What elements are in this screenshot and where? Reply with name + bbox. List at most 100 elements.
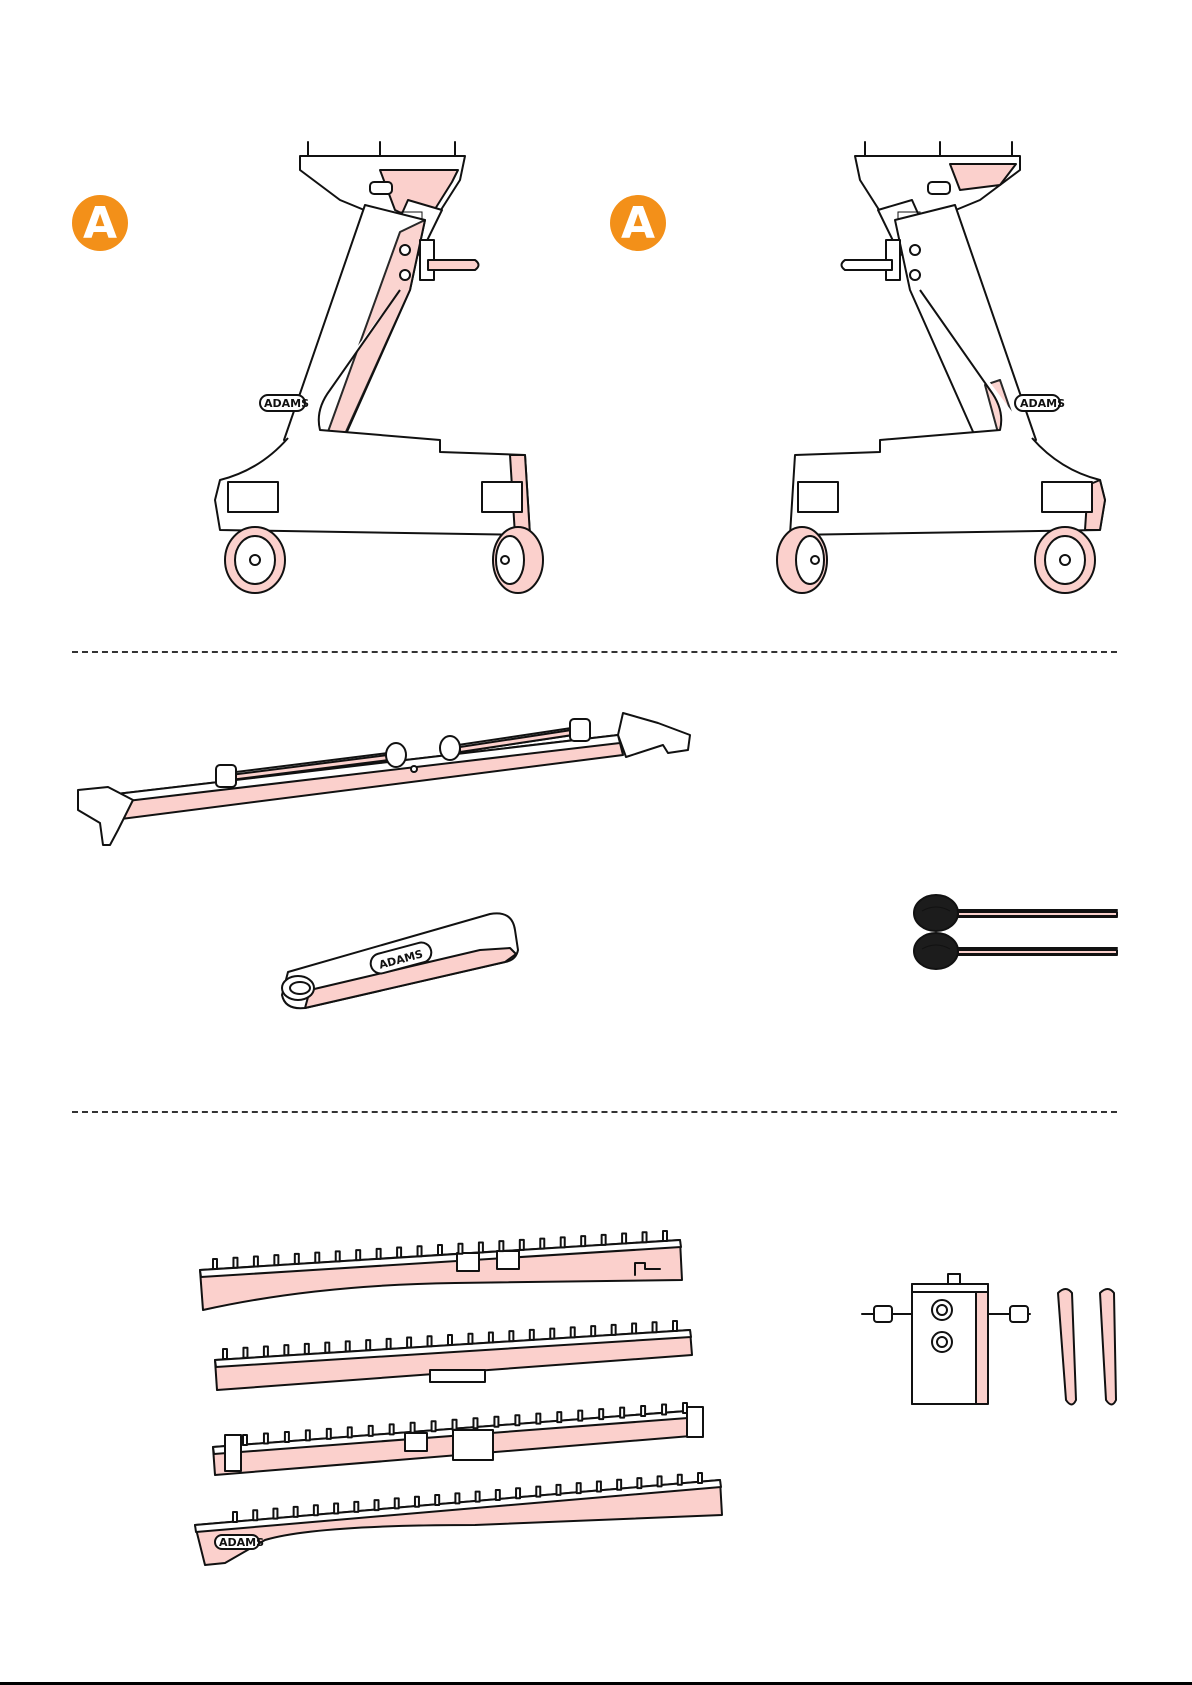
key-peg [578, 1411, 582, 1421]
key-peg [479, 1242, 483, 1252]
key-peg [622, 1234, 626, 1244]
key-peg [306, 1430, 310, 1440]
part-letter-badge-left: A [72, 195, 128, 251]
key-peg [453, 1420, 457, 1430]
key-peg [662, 1405, 666, 1415]
key-peg [366, 1340, 370, 1350]
key-peg [494, 1417, 498, 1427]
key-rail-set: ADAMS [195, 1225, 735, 1575]
key-peg [314, 1505, 318, 1515]
key-peg [556, 1485, 560, 1495]
key-peg [253, 1510, 257, 1520]
key-peg [264, 1346, 268, 1356]
key-peg [315, 1253, 319, 1263]
key-peg [356, 1250, 360, 1260]
key-peg [325, 1343, 329, 1353]
key-peg [348, 1427, 352, 1437]
key-peg [438, 1245, 442, 1255]
key-peg [435, 1495, 439, 1505]
key-peg [415, 1497, 419, 1507]
drive-belts [1050, 1285, 1130, 1415]
key-peg [213, 1259, 217, 1269]
mallet-1 [914, 895, 1117, 931]
key-peg [473, 1418, 477, 1428]
stand-frame-left: ADAMS [220, 140, 580, 600]
key-peg [375, 1500, 379, 1510]
motor-box [860, 1270, 1040, 1410]
key-peg [577, 1483, 581, 1493]
key-peg [489, 1332, 493, 1342]
key-peg [264, 1433, 268, 1443]
key-peg [658, 1476, 662, 1486]
stand-frame-right: ADAMS [740, 140, 1100, 600]
section-divider-2 [72, 1111, 1117, 1113]
key-peg [643, 1232, 647, 1242]
key-peg [285, 1432, 289, 1442]
key-peg [223, 1349, 227, 1359]
rail-logo: ADAMS [219, 1536, 264, 1549]
key-peg [557, 1412, 561, 1422]
key-peg [254, 1256, 258, 1266]
key-peg [295, 1254, 299, 1264]
key-peg [390, 1424, 394, 1434]
key-peg [540, 1239, 544, 1249]
key-peg [395, 1498, 399, 1508]
frame-logo-right: ADAMS [1020, 397, 1065, 410]
key-peg [233, 1512, 237, 1522]
key-peg [678, 1475, 682, 1485]
key-peg [673, 1321, 677, 1331]
key-peg [233, 1258, 237, 1268]
key-peg [354, 1502, 358, 1512]
mallet-2 [914, 933, 1117, 969]
part-letter-badge-right: A [610, 195, 666, 251]
key-peg [602, 1235, 606, 1245]
key-peg [407, 1338, 411, 1348]
key-peg [397, 1248, 401, 1258]
mallet-pair [912, 893, 1122, 973]
key-peg [632, 1324, 636, 1334]
key-peg [612, 1325, 616, 1335]
key-peg [432, 1421, 436, 1431]
key-peg [530, 1330, 534, 1340]
key-peg [334, 1504, 338, 1514]
key-peg [663, 1231, 667, 1241]
key-peg [468, 1334, 472, 1344]
key-peg [536, 1487, 540, 1497]
frame-logo-left: ADAMS [264, 397, 309, 410]
key-peg [641, 1406, 645, 1416]
key-peg [499, 1241, 503, 1251]
key-peg [561, 1237, 565, 1247]
key-peg [496, 1490, 500, 1500]
crossbar-with-tubes [78, 705, 693, 850]
key-peg [620, 1408, 624, 1418]
key-peg [274, 1255, 278, 1265]
key-peg [369, 1426, 373, 1436]
key-peg [599, 1409, 603, 1419]
key-peg [516, 1488, 520, 1498]
key-peg [515, 1415, 519, 1425]
key-peg [455, 1493, 459, 1503]
key-peg [387, 1339, 391, 1349]
key-peg [327, 1429, 331, 1439]
key-peg [284, 1345, 288, 1355]
key-peg [536, 1414, 540, 1424]
key-peg [653, 1322, 657, 1332]
carry-handle: ADAMS [280, 910, 520, 1010]
key-peg [637, 1478, 641, 1488]
key-peg [428, 1336, 432, 1346]
key-peg [597, 1481, 601, 1491]
key-peg [243, 1435, 247, 1445]
key-peg [294, 1507, 298, 1517]
key-peg [346, 1341, 350, 1351]
key-peg [448, 1335, 452, 1345]
key-peg [520, 1240, 524, 1250]
key-peg [418, 1246, 422, 1256]
key-peg [698, 1473, 702, 1483]
key-peg [476, 1492, 480, 1502]
key-peg [550, 1329, 554, 1339]
key-peg [458, 1244, 462, 1254]
key-rail-2 [215, 1330, 692, 1390]
key-peg [377, 1249, 381, 1259]
section-divider-1 [72, 651, 1117, 653]
key-peg [683, 1403, 687, 1413]
